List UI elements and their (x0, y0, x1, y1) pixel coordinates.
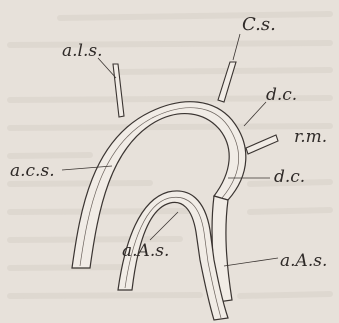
label-d-c-lower: d.c. (274, 167, 305, 187)
label-c-s: C.s. (242, 14, 276, 35)
label-r-m: r.m. (294, 127, 327, 147)
label-a-a-s-inner: a.A.s. (122, 241, 169, 261)
label-a-l-s: a.l.s. (62, 41, 103, 61)
label-d-c-upper: d.c. (266, 85, 297, 105)
label-a-a-s-outer: a.A.s. (280, 251, 327, 271)
vessel-r-m (246, 135, 278, 154)
label-a-c-s: a.c.s. (10, 161, 55, 181)
